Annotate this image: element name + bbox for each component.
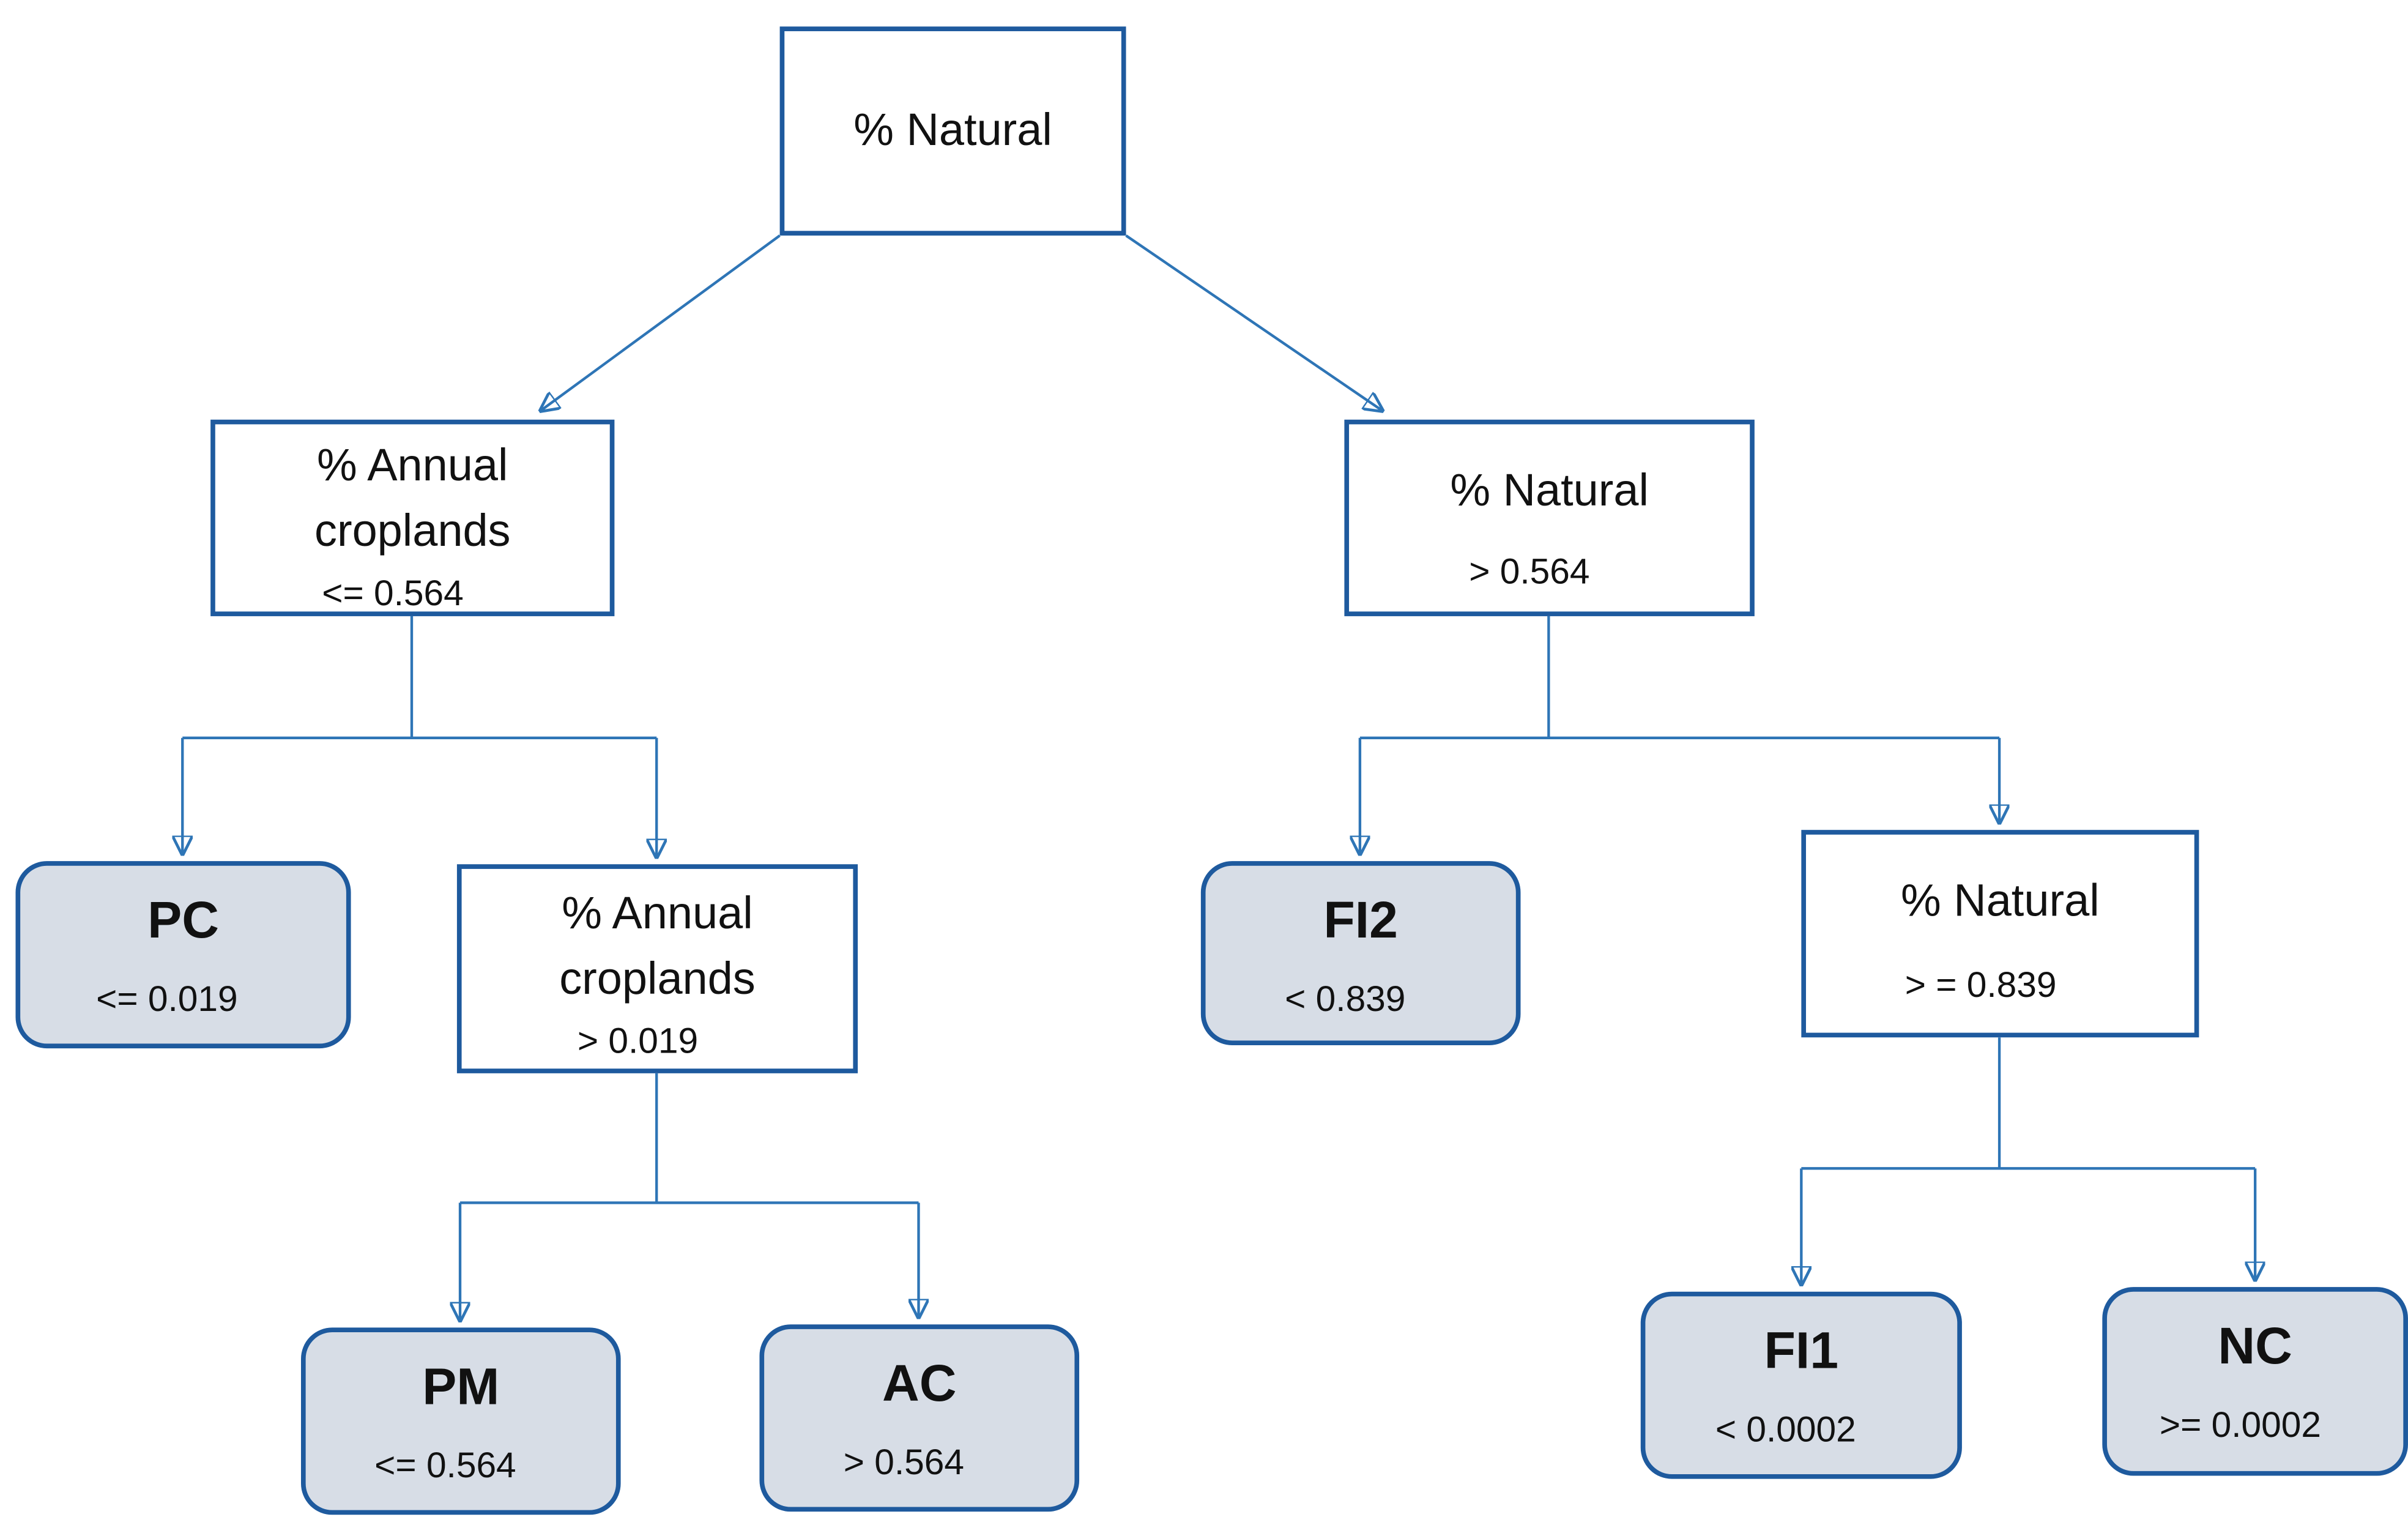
node-natural-ge-condition: > = 0.839 <box>1904 964 2057 1005</box>
node-leaf-nc-condition: >= 0.0002 <box>2159 1404 2321 1445</box>
node-natural-gt: % Natural > 0.564 <box>1344 419 1755 616</box>
node-leaf-pm-condition: <= 0.564 <box>374 1445 516 1486</box>
node-annual-croplands-le-condition: <= 0.564 <box>322 572 464 614</box>
node-leaf-pm: PM <= 0.564 <box>300 1327 621 1515</box>
node-leaf-fi2-condition: < 0.839 <box>1285 978 1406 1020</box>
node-annual-croplands-le: % Annual croplands <= 0.564 <box>210 419 615 616</box>
node-leaf-pc-condition: <= 0.019 <box>96 978 238 1020</box>
node-leaf-pc-label: PC <box>147 890 219 949</box>
node-leaf-fi1-label: FI1 <box>1764 1321 1839 1379</box>
node-natural-ge: % Natural > = 0.839 <box>1801 830 2199 1038</box>
node-leaf-fi2: FI2 < 0.839 <box>1200 861 1521 1045</box>
node-leaf-nc: NC >= 0.0002 <box>2102 1287 2408 1476</box>
node-leaf-ac-condition: > 0.564 <box>843 1442 965 1483</box>
node-leaf-pc: PC <= 0.019 <box>15 861 351 1049</box>
node-leaf-ac-label: AC <box>882 1354 957 1412</box>
node-leaf-nc-label: NC <box>2218 1316 2292 1374</box>
node-annual-croplands-gt-condition: > 0.019 <box>577 1020 699 1061</box>
node-annual-croplands-gt-label: % Annual croplands <box>559 889 756 1005</box>
node-natural-gt-label: % Natural <box>1450 466 1649 516</box>
node-leaf-fi1-condition: < 0.0002 <box>1715 1409 1856 1450</box>
node-leaf-ac: AC > 0.564 <box>759 1324 1080 1512</box>
node-leaf-pm-label: PM <box>422 1357 500 1415</box>
node-natural-gt-condition: > 0.564 <box>1469 550 1590 592</box>
node-root-label: % Natural <box>853 106 1052 156</box>
node-root: % Natural <box>779 26 1126 236</box>
edge-root-to-natural-gt <box>1125 234 1382 411</box>
edge-root-to-annual-le <box>541 234 781 411</box>
node-annual-croplands-gt: % Annual croplands > 0.019 <box>456 864 858 1073</box>
node-leaf-fi1: FI1 < 0.0002 <box>1640 1291 1962 1479</box>
node-leaf-fi2-label: FI2 <box>1323 890 1398 949</box>
node-natural-ge-label: % Natural <box>1901 876 2100 927</box>
node-annual-croplands-le-label: % Annual croplands <box>314 441 511 557</box>
